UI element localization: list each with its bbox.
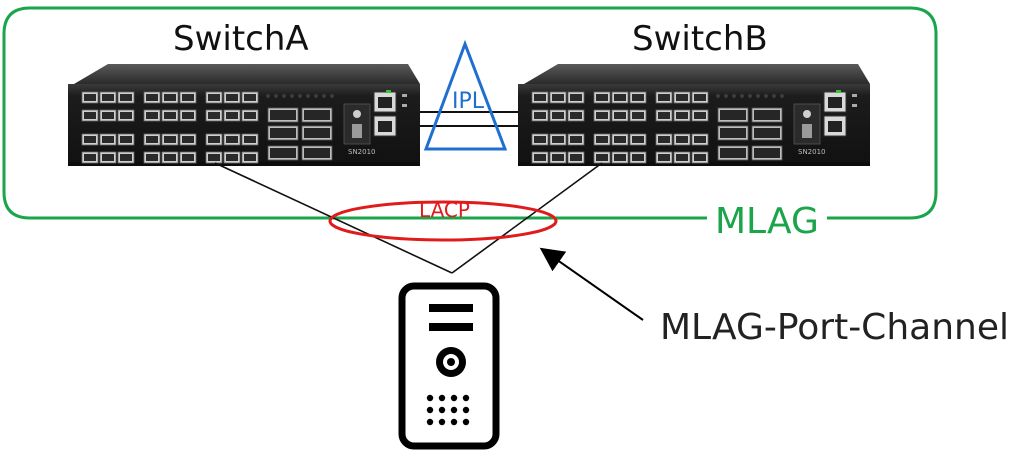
server-tower-icon (398, 282, 500, 450)
switch-a-label: SwitchA (173, 19, 309, 59)
pointer-arrow-icon (539, 247, 644, 321)
lacp-label: LACP (419, 198, 470, 222)
mlag-port-channel-label: MLAG-Port-Channel (660, 307, 1009, 348)
mlag-label: MLAG (707, 204, 827, 240)
switch-a-icon (68, 64, 420, 166)
uplink-switch-b (451, 162, 603, 274)
ipl-triangle (423, 39, 508, 151)
switch-b-icon (518, 64, 870, 166)
mlag-group-frame (2, 6, 938, 220)
ipl-label: IPL (452, 89, 485, 114)
switch-b-label: SwitchB (632, 19, 768, 59)
lacp-ellipse (328, 200, 558, 242)
